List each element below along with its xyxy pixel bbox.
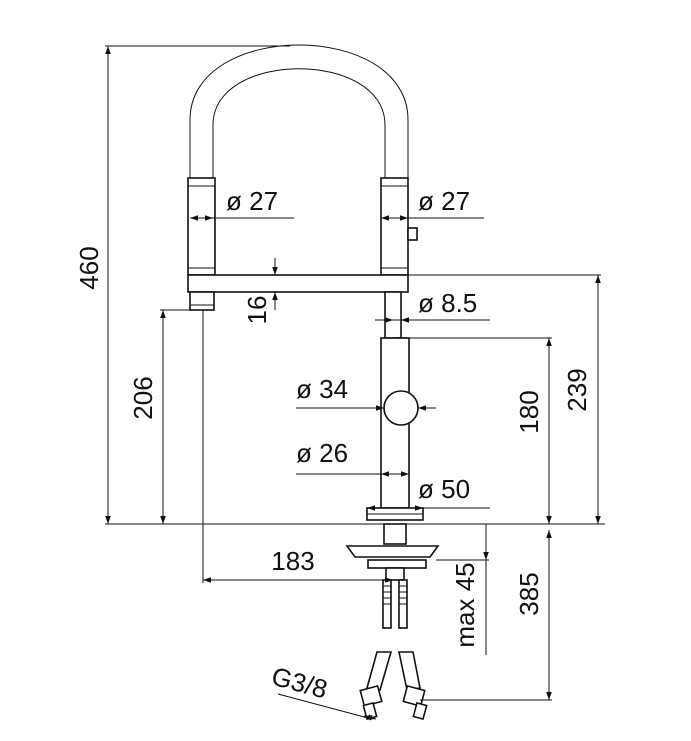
horizontal-bar <box>187 274 409 293</box>
dimension-lines <box>105 45 601 721</box>
dim-hose-diameter-right: ø 27 <box>418 186 470 216</box>
dim-reach: 183 <box>271 546 314 576</box>
dim-max-thickness: max 45 <box>450 562 480 647</box>
dim-bar-thickness: 16 <box>242 296 272 325</box>
mounting-nut <box>367 559 427 569</box>
dim-spout-height: 206 <box>128 376 158 419</box>
hose-arch <box>189 44 409 178</box>
faucet-outline <box>105 44 605 721</box>
mixer-handle <box>383 390 419 426</box>
dimension-labels: 460 ø 27 ø 27 16 206 ø 8.5 ø 34 ø 26 ø 5… <box>74 186 592 704</box>
threaded-rods <box>382 579 408 629</box>
dim-bar-height: 239 <box>562 368 592 411</box>
dim-handle-diameter: ø 34 <box>296 374 348 404</box>
dim-handle-height: 180 <box>514 390 544 433</box>
dim-total-height: 460 <box>74 246 104 289</box>
hose-arch-inner <box>212 68 386 178</box>
spray-button <box>407 227 418 241</box>
dim-hose-length: 385 <box>514 572 544 615</box>
spout-head <box>189 291 215 311</box>
mounting-plate <box>345 545 440 558</box>
dim-base-diameter: ø 50 <box>418 474 470 504</box>
right-hose-sleeve <box>380 177 409 276</box>
dim-body-diameter: ø 26 <box>296 438 348 468</box>
supply-hoses <box>359 651 428 721</box>
dim-hose-diameter-left: ø 27 <box>226 186 278 216</box>
mounting-stud <box>385 567 405 581</box>
dim-pipe-diameter: ø 8.5 <box>418 288 477 318</box>
left-hose-sleeve <box>187 177 216 276</box>
dim-thread: G3/8 <box>268 661 330 705</box>
vertical-pipe <box>384 291 402 339</box>
mounting-shank <box>383 523 407 545</box>
